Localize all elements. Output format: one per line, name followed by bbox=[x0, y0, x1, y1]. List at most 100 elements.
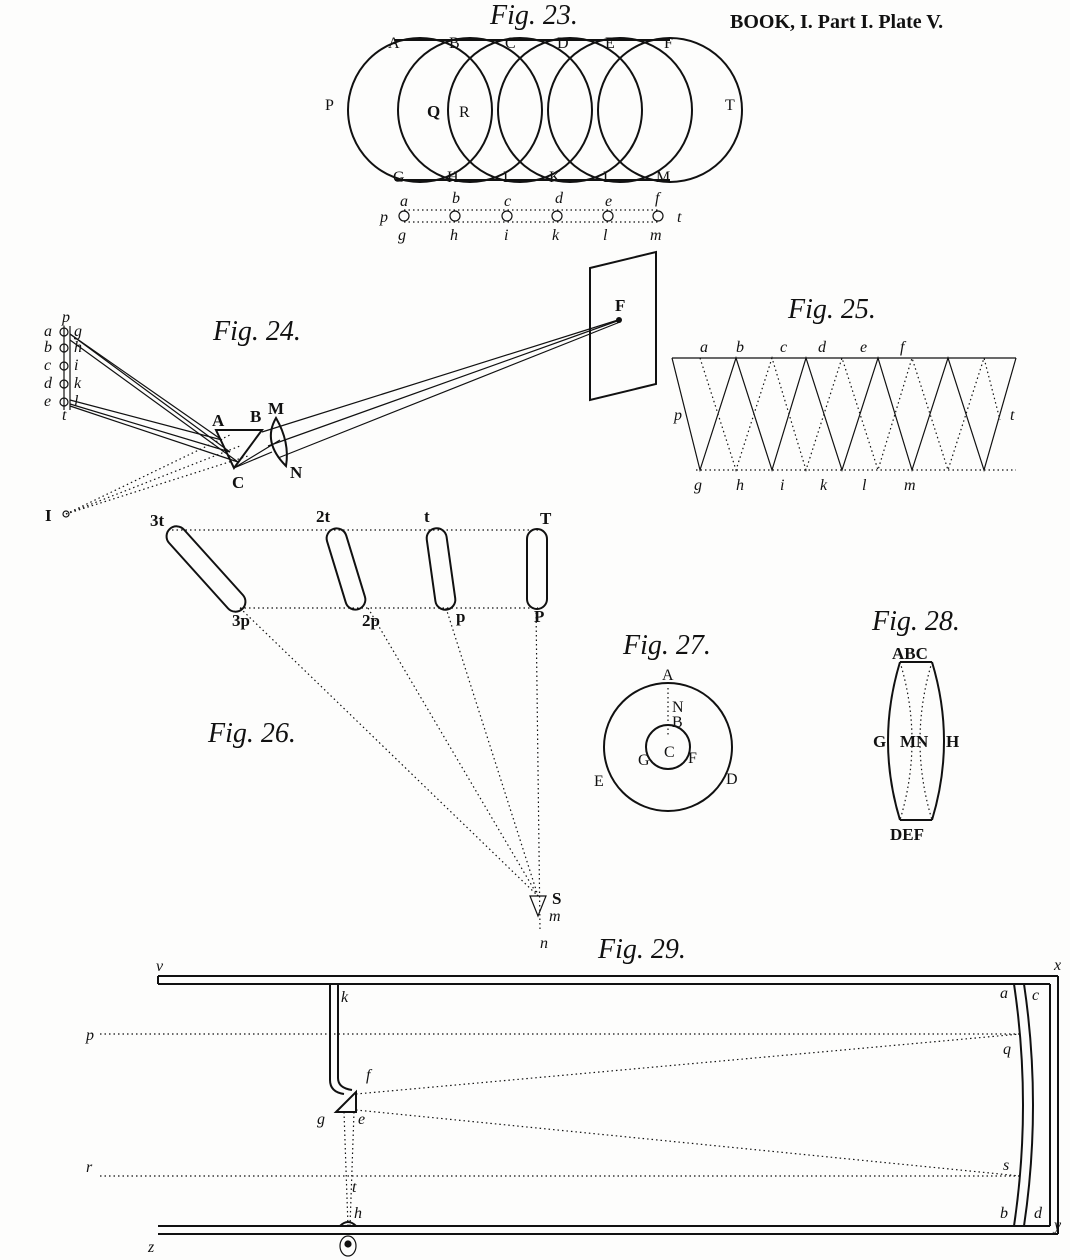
fig29-v: v bbox=[156, 958, 164, 975]
fig24-F: F bbox=[615, 296, 625, 315]
fig26-n: n bbox=[540, 935, 548, 952]
fig26-3p: 3p bbox=[232, 611, 250, 630]
fig23-K: K bbox=[549, 169, 561, 186]
plate-header: BOOK, I. Part I. Plate V. bbox=[730, 11, 943, 33]
fig23-C: C bbox=[505, 35, 516, 52]
fig29-k: k bbox=[341, 989, 349, 1006]
fig23-small-d: d bbox=[555, 190, 564, 207]
fig25-title: Fig. 25. bbox=[787, 294, 876, 325]
fig28-title: Fig. 28. bbox=[871, 606, 960, 637]
fig25-e: e bbox=[860, 339, 867, 356]
fig23-small-l: l bbox=[603, 227, 608, 244]
fig26-p: p bbox=[456, 607, 465, 626]
fig23-R: R bbox=[459, 104, 470, 121]
fig29-f: f bbox=[366, 1067, 373, 1084]
fig29-e: e bbox=[358, 1111, 365, 1128]
fig24-p: p bbox=[61, 309, 70, 326]
fig23: Fig. 23. A B C D E F P T Q R G H I K L M bbox=[325, 0, 743, 244]
fig24-b: b bbox=[44, 339, 52, 356]
fig29-d: d bbox=[1034, 1205, 1043, 1222]
fig27-C: C bbox=[664, 744, 675, 761]
fig26-3t: 3t bbox=[150, 511, 165, 530]
fig26-title: Fig. 26. bbox=[207, 718, 296, 749]
fig26-2p: 2p bbox=[362, 611, 380, 630]
fig23-P: P bbox=[325, 97, 334, 114]
fig25-c: c bbox=[780, 339, 787, 356]
fig23-small-p: p bbox=[379, 209, 388, 226]
fig29-t: t bbox=[352, 1179, 357, 1196]
fig24-I: I bbox=[45, 506, 52, 525]
fig28-ABC: ABC bbox=[892, 644, 928, 663]
fig28-G: G bbox=[873, 732, 886, 751]
fig25-t: t bbox=[1010, 407, 1015, 424]
fig23-title: Fig. 23. bbox=[489, 0, 578, 31]
fig23-M: M bbox=[656, 169, 670, 186]
fig23-T: T bbox=[725, 97, 735, 114]
fig23-small-m: m bbox=[650, 227, 662, 244]
fig23-L: L bbox=[603, 169, 613, 186]
fig27-F: F bbox=[688, 750, 697, 767]
fig27-A: A bbox=[662, 667, 674, 684]
fig23-small-t: t bbox=[677, 209, 682, 226]
fig24-B: B bbox=[250, 407, 261, 426]
fig27-N: N bbox=[672, 699, 684, 716]
fig29-p: p bbox=[85, 1027, 94, 1044]
fig27-E: E bbox=[594, 773, 604, 790]
fig24-t: t bbox=[62, 407, 67, 424]
fig24-h: h bbox=[74, 339, 82, 356]
fig26-P: P bbox=[534, 607, 544, 626]
fig23-H: H bbox=[447, 169, 459, 186]
fig25-m: m bbox=[904, 477, 916, 494]
fig23-small-b: b bbox=[452, 190, 460, 207]
fig24-c: c bbox=[44, 357, 51, 374]
fig23-E: E bbox=[605, 35, 615, 52]
fig24-d: d bbox=[44, 375, 53, 392]
fig24-title: Fig. 24. bbox=[212, 316, 301, 347]
fig23-small-g: g bbox=[398, 227, 406, 244]
fig25-l: l bbox=[862, 477, 867, 494]
fig23-small-f: f bbox=[655, 190, 662, 207]
fig29-z: z bbox=[147, 1239, 155, 1256]
fig23-F: F bbox=[664, 35, 673, 52]
fig27-title: Fig. 27. bbox=[622, 630, 711, 661]
fig26-2t: 2t bbox=[316, 507, 331, 526]
fig27-B: B bbox=[672, 714, 683, 731]
fig24-i: i bbox=[74, 357, 78, 374]
fig27-D: D bbox=[726, 771, 738, 788]
fig27-G: G bbox=[638, 752, 650, 769]
fig29-a: a bbox=[1000, 985, 1008, 1002]
fig24-A: A bbox=[212, 411, 225, 430]
fig26-T: T bbox=[540, 509, 552, 528]
fig24-C: C bbox=[232, 473, 244, 492]
fig26-S: S bbox=[552, 889, 561, 908]
fig23-small-i: i bbox=[504, 227, 508, 244]
fig29: Fig. 29. bbox=[85, 934, 1062, 1257]
fig29-q: q bbox=[1003, 1041, 1011, 1058]
fig25-g: g bbox=[694, 477, 702, 494]
fig28: Fig. 28. ABC DEF G MN H bbox=[871, 606, 960, 844]
fig28-MN: MN bbox=[900, 732, 929, 751]
fig23-G: G bbox=[393, 169, 405, 186]
fig24-N: N bbox=[290, 463, 303, 482]
fig23-small-a: a bbox=[400, 193, 408, 210]
fig25-i: i bbox=[780, 477, 784, 494]
fig25-f: f bbox=[900, 339, 907, 356]
fig23-small-c: c bbox=[504, 193, 511, 210]
fig26-m: m bbox=[549, 908, 561, 925]
fig23-D: D bbox=[557, 35, 569, 52]
fig23-B: B bbox=[449, 35, 460, 52]
fig23-A: A bbox=[388, 35, 400, 52]
fig28-H: H bbox=[946, 732, 959, 751]
fig24-g: g bbox=[74, 323, 82, 340]
fig29-h: h bbox=[354, 1205, 362, 1222]
fig23-small-k: k bbox=[552, 227, 560, 244]
fig23-Q: Q bbox=[427, 102, 440, 121]
fig28-DEF: DEF bbox=[890, 825, 924, 844]
fig29-b: b bbox=[1000, 1205, 1008, 1222]
fig29-title: Fig. 29. bbox=[597, 934, 686, 965]
fig25-a: a bbox=[700, 339, 708, 356]
fig29-y: y bbox=[1052, 1217, 1062, 1234]
fig29-g: g bbox=[317, 1111, 325, 1128]
